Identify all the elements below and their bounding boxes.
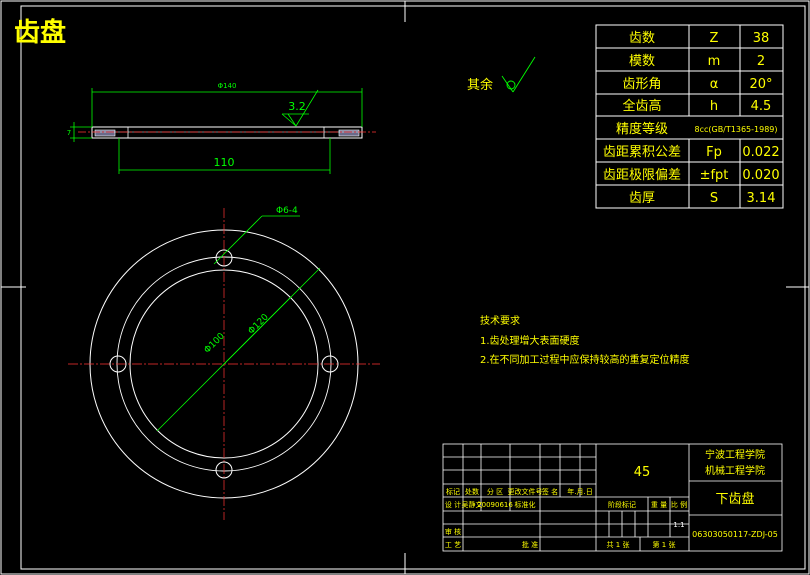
param-name-4: 精度等级 <box>616 121 668 137</box>
tb-part-name: 下齿盘 <box>715 491 754 507</box>
tech-line2: 2.在不同加工过程中应保持较高的重复定位精度 <box>480 353 690 366</box>
tb-h-docno: 更改文件号 <box>508 487 543 496</box>
tb-h-zone: 分 区 <box>487 487 503 496</box>
bolt-hole-right <box>321 355 339 373</box>
section-outline <box>91 126 363 139</box>
section-view: Φ140 110 7 3.2 <box>67 82 376 174</box>
param-name-2: 齿形角 <box>622 77 661 92</box>
tb-h-count: 处数 <box>465 487 479 496</box>
tb-standard: 标准化 <box>515 500 536 509</box>
tb-weight: 重 量 <box>651 501 667 509</box>
param-val-4: 8cc(GB/T1365-1989) <box>694 125 777 134</box>
dim-len110: 110 <box>214 156 235 169</box>
param-name-7: 齿厚 <box>629 191 655 206</box>
tb-sheet-no: 第 1 张 <box>653 540 676 549</box>
roughness-symbol <box>281 89 319 127</box>
param-name-0: 齿数 <box>629 31 655 46</box>
param-name-3: 全齿高 <box>622 98 661 114</box>
section-hatch-left <box>94 129 116 137</box>
tech-line1: 1.齿处理增大表面硬度 <box>480 334 580 347</box>
tb-ratio: 比 例 <box>671 500 687 509</box>
param-name-1: 模数 <box>629 54 655 69</box>
tb-school2: 机械工程学院 <box>705 464 765 477</box>
title-block-text: 45 宁波工程学院 机械工程学院 下齿盘 06303050117-ZDJ-05 … <box>445 448 778 549</box>
title-block-grid <box>442 443 783 552</box>
dim-d140: Φ140 <box>218 82 237 90</box>
tb-sheet-total: 共 1 张 <box>607 540 630 549</box>
dim-holes: Φ6-4 <box>276 206 298 216</box>
tb-h-mark: 标记 <box>446 487 460 496</box>
dim-d120: Φ120 <box>247 312 271 336</box>
param-sym-7: S <box>710 191 718 206</box>
dim-d100: Φ100 <box>203 331 227 355</box>
bolt-hole-top <box>215 249 233 267</box>
param-sym-2: α <box>710 77 719 92</box>
section-hatch-right <box>338 129 360 137</box>
bolt-hole-left <box>109 355 127 373</box>
tb-drawing-no: 06303050117-ZDJ-05 <box>692 530 778 539</box>
tb-approve: 批 准 <box>522 540 538 549</box>
params-table <box>595 24 784 209</box>
dim-thickness: 7 <box>67 129 71 137</box>
tech-requirements: 技术要求 1.齿处理增大表面硬度 2.在不同加工过程中应保持较高的重复定位精度 <box>480 314 690 366</box>
tb-material: 45 <box>634 465 651 480</box>
tb-stage: 阶段标记 <box>608 500 636 509</box>
param-val-1: 2 <box>757 54 765 69</box>
tb-school1: 宁波工程学院 <box>705 448 765 461</box>
param-val-2: 20° <box>749 77 772 92</box>
param-val-0: 38 <box>753 31 770 46</box>
params-text: 齿数 Z 38 模数 m 2 齿形角 α 20° 全齿高 h 4.5 精度等级 … <box>603 31 780 206</box>
param-val-5: 0.022 <box>742 145 779 160</box>
tb-design: 设 计 <box>445 500 461 509</box>
tb-design-date: 20090616 <box>477 501 513 509</box>
param-sym-3: h <box>710 99 718 114</box>
param-sym-6: ±fpt <box>700 168 729 183</box>
param-name-6: 齿距极限偏差 <box>603 168 681 183</box>
param-sym-5: Fp <box>706 145 722 160</box>
tb-designer: 吴静文 <box>462 500 483 509</box>
bolt-hole-bottom <box>215 461 233 479</box>
param-sym-1: m <box>708 54 721 69</box>
param-val-3: 4.5 <box>751 99 772 114</box>
param-name-5: 齿距累积公差 <box>603 145 681 160</box>
roughness-general-symbol <box>501 56 536 93</box>
param-val-6: 0.020 <box>742 168 779 183</box>
tb-h-sign: 签 名 <box>542 487 558 496</box>
tb-process: 工 艺 <box>445 541 461 549</box>
param-val-7: 3.14 <box>747 191 776 206</box>
param-sym-0: Z <box>710 31 719 46</box>
roughness-note: 其余 <box>467 77 493 93</box>
plan-view: Φ100 Φ120 Φ6-4 <box>68 206 380 520</box>
tech-heading: 技术要求 <box>480 314 520 327</box>
tb-review: 审 核 <box>445 527 461 536</box>
inner-border <box>20 5 806 570</box>
tb-scale: 1:1 <box>673 521 684 529</box>
drawing-title: 齿盘 <box>14 17 66 48</box>
dim-roughness: 3.2 <box>288 100 306 113</box>
tb-h-date: 年.月.日 <box>567 487 592 496</box>
